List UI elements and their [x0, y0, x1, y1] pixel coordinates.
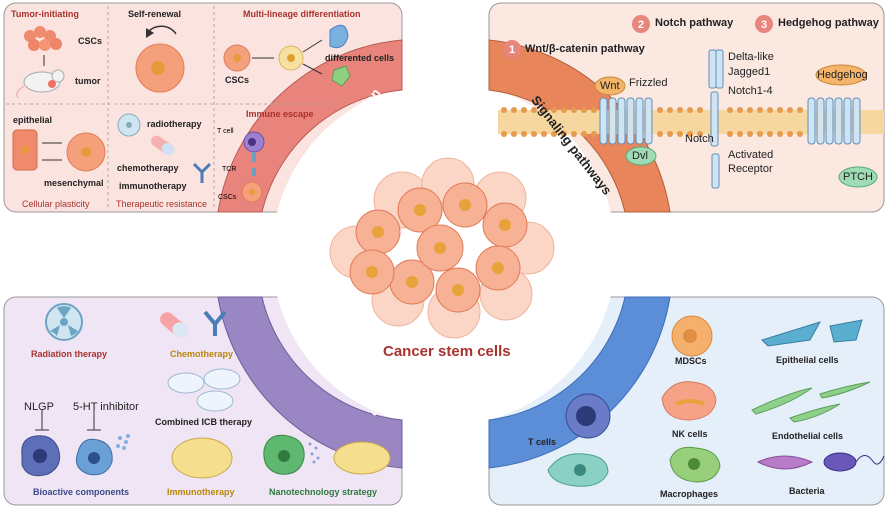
- center-title: Cancer stem cells: [383, 343, 511, 360]
- bacteria-label: Bacteria: [789, 486, 825, 496]
- pathway-number-badges: [503, 15, 773, 58]
- ht-inhibitor-cell-icon: [75, 410, 130, 476]
- ht-inhibitor-label: 5-HT inhibitor: [73, 401, 139, 413]
- epithelial-cells-label: Epithelial cells: [776, 355, 839, 365]
- macrophage-icon: [669, 446, 721, 483]
- radiation-therapy-label: Radiation therapy: [31, 349, 108, 359]
- plasticity-icon: [12, 129, 106, 172]
- icb-label: Combined ICB therapy: [155, 417, 253, 427]
- self-renewal-label: Self-renewal: [128, 9, 182, 19]
- tcells-label: T cells: [528, 437, 557, 447]
- capsule-icon: [160, 312, 188, 338]
- tcell-icon: [547, 393, 611, 487]
- self-renewal-cell-icon: [135, 25, 185, 93]
- mdsc-icon: [671, 315, 713, 357]
- badge-2: 2: [638, 19, 644, 31]
- receptor-label: Receptor: [728, 163, 773, 175]
- notch1-4-label: Notch1-4: [728, 85, 773, 97]
- nk-cells-label: NK cells: [672, 429, 708, 439]
- differentiation-icon: [223, 24, 351, 87]
- wnt-label: Wnt: [600, 80, 620, 92]
- mesenchymal-label: mesenchymal: [44, 178, 104, 188]
- bio-band: [217, 39, 403, 213]
- differented-label: differented cells: [325, 53, 395, 63]
- cscs-label-3: CSCs: [218, 194, 237, 201]
- tcell-label: T cell: [217, 128, 234, 135]
- tme-band: [488, 296, 671, 469]
- hedgehog-ligand: [815, 64, 867, 86]
- nano-label: Nanotechnology strategy: [269, 487, 378, 497]
- nanotech-icon: [263, 434, 391, 475]
- immune-escape-label: Immune escape: [246, 109, 314, 119]
- ptch-receptor-icon: [807, 97, 861, 145]
- wnt-pathway-label: Wnt/β-catenin pathway: [525, 43, 645, 55]
- macrophages-label: Macrophages: [660, 489, 719, 499]
- endothelial-cell-icon: [751, 381, 871, 423]
- mdscs-label: MDSCs: [675, 356, 707, 366]
- nk-cell-icon: [661, 381, 717, 421]
- multi-lineage-label: Multi-lineage differentiation: [243, 9, 361, 19]
- bioactive-label: Bioactive components: [33, 487, 130, 497]
- cellular-plasticity-label: Cellular plasticity: [22, 199, 90, 209]
- frizzled-label: Frizzled: [629, 77, 668, 89]
- tcr-label: TCR: [222, 166, 237, 173]
- nlgp-label: NLGP: [24, 401, 54, 413]
- nlgp-cell-icon: [21, 410, 61, 477]
- badge-3: 3: [761, 19, 767, 31]
- csc-cluster: [329, 157, 555, 339]
- dvl-protein: [625, 146, 657, 166]
- badge-1: 1: [509, 44, 515, 56]
- therapeutic-resistance-label: Therapeutic resistance: [116, 199, 208, 209]
- hedgehog-pathway-label: Hedgehog pathway: [778, 17, 879, 29]
- endothelial-cells-label: Endothelial cells: [772, 431, 844, 441]
- delta-like-label: Delta-like: [728, 51, 774, 63]
- frizzled-receptor-icon: [599, 97, 653, 145]
- hedgehog-label: Hedgehog: [817, 69, 868, 81]
- epithelial-cell-icon: [761, 319, 863, 347]
- wnt-ligand: [594, 76, 626, 96]
- notch-receptor-icon: [708, 49, 724, 189]
- chemotherapy-label-2: Chemotherapy: [170, 349, 234, 359]
- antibody-icon: [203, 310, 227, 336]
- ptch-protein: [838, 166, 878, 188]
- icb-cells: [167, 368, 241, 412]
- mouse-icon: [16, 69, 65, 99]
- radiation-small-icon: [117, 113, 141, 137]
- cscs-label: CSCs: [78, 36, 103, 46]
- activated-label: Activated: [728, 149, 774, 161]
- chemotherapy-label: chemotherapy: [117, 163, 179, 173]
- immune-escape-icon: [241, 131, 265, 203]
- bacteria-icon: [756, 452, 885, 472]
- cscs-label-2: CSCs: [225, 75, 250, 85]
- immunotherapy-cell-icon: [171, 437, 233, 479]
- ptch-label: PTCH: [843, 171, 873, 183]
- immunotherapy-label-2: Immunotherapy: [167, 487, 235, 497]
- notch-label: Notch: [685, 133, 714, 145]
- epithelial-label: epithelial: [13, 115, 53, 125]
- therapy-band: [217, 296, 403, 469]
- radiation-icon: [45, 303, 83, 341]
- capsule-small-icon: [151, 135, 175, 156]
- antibody-small-icon: [192, 162, 212, 183]
- immunotherapy-label: immunotherapy: [119, 181, 187, 191]
- tumor-label: tumor: [75, 76, 101, 86]
- notch-pathway-label: Notch pathway: [655, 17, 734, 29]
- tumor-initiating-label: Tumor-initiating: [11, 9, 79, 19]
- radiotherapy-label: radiotherapy: [147, 119, 202, 129]
- csc-cluster-icon: [24, 26, 62, 51]
- jagged1-label: Jagged1: [728, 66, 771, 78]
- dvl-label: Dvl: [632, 150, 648, 162]
